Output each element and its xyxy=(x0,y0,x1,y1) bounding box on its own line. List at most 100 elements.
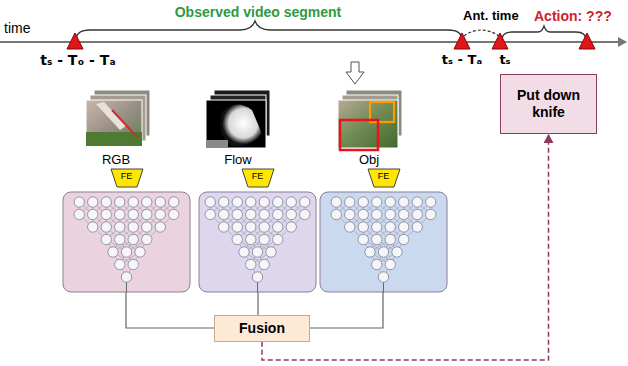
text-label: Observed video segment xyxy=(175,4,342,20)
neuron xyxy=(115,259,125,269)
text-label: time xyxy=(4,20,30,36)
neuron xyxy=(412,222,422,232)
neuron xyxy=(385,197,395,207)
text-label: Action: ??? xyxy=(534,8,612,24)
neuron xyxy=(101,222,111,232)
neuron xyxy=(128,222,138,232)
neuron xyxy=(155,209,165,219)
neuron xyxy=(345,197,355,207)
neuron xyxy=(331,209,341,219)
neuron xyxy=(273,209,283,219)
brace xyxy=(76,21,462,40)
network-box xyxy=(63,192,190,292)
neuron xyxy=(155,222,165,232)
neuron xyxy=(101,209,111,219)
neuron xyxy=(142,209,152,219)
feature-extractor: FE xyxy=(110,168,144,188)
wire xyxy=(257,292,258,315)
wire xyxy=(126,292,214,328)
node-text: FE xyxy=(121,171,133,182)
neuron xyxy=(385,222,395,232)
neuron xyxy=(155,197,165,207)
neuron xyxy=(300,197,310,207)
neuron xyxy=(385,209,395,219)
neuron xyxy=(378,247,388,257)
obj-frames xyxy=(338,90,402,150)
neuron xyxy=(115,197,125,207)
neuron xyxy=(331,197,341,207)
time-marker xyxy=(67,33,83,49)
node-text: Put down knife xyxy=(509,87,588,121)
neuron xyxy=(74,209,84,219)
node-text: FE xyxy=(378,171,390,182)
neuron xyxy=(108,247,118,257)
node-text: FE xyxy=(252,171,264,182)
feature-extractor: FE xyxy=(367,168,401,188)
neuron xyxy=(115,222,125,232)
neuron xyxy=(205,209,215,219)
neuron xyxy=(392,247,402,257)
network-box xyxy=(199,192,316,292)
trapezoid-outline xyxy=(111,169,143,187)
text-label: tₛ - Tₒ - Tₐ xyxy=(40,52,115,68)
time-marker xyxy=(454,33,470,49)
neuron xyxy=(412,209,422,219)
neuron xyxy=(372,259,382,269)
neuron xyxy=(259,222,269,232)
node-text: Fusion xyxy=(239,320,285,337)
neuron xyxy=(232,197,242,207)
neuron xyxy=(115,209,125,219)
brace xyxy=(502,26,586,40)
neuron xyxy=(169,209,179,219)
output-box: Put down knife xyxy=(500,74,597,134)
neuron xyxy=(219,209,229,219)
neuron xyxy=(128,234,138,244)
neuron xyxy=(246,209,256,219)
neuron xyxy=(259,259,269,269)
neuron xyxy=(399,222,409,232)
neuron xyxy=(399,197,409,207)
neuron xyxy=(142,197,152,207)
neuron xyxy=(232,222,242,232)
neuron xyxy=(286,209,296,219)
neuron xyxy=(142,234,152,244)
neuron xyxy=(259,209,269,219)
text-label: RGB xyxy=(102,152,130,168)
neuron xyxy=(372,234,382,244)
feature-extractor: FE xyxy=(241,168,275,188)
neuron xyxy=(246,197,256,207)
text-label: Flow xyxy=(224,152,251,168)
neuron xyxy=(266,247,276,257)
neuron xyxy=(88,222,98,232)
neuron xyxy=(378,272,388,282)
neuron xyxy=(169,197,179,207)
text-label: tₛ - Tₐ xyxy=(442,52,482,68)
neuron xyxy=(385,234,395,244)
neuron xyxy=(232,209,242,219)
neuron xyxy=(426,197,436,207)
neuron xyxy=(115,234,125,244)
neuron xyxy=(88,197,98,207)
neuron xyxy=(426,209,436,219)
neuron xyxy=(246,234,256,244)
neuron xyxy=(252,247,262,257)
neuron xyxy=(372,209,382,219)
neuron xyxy=(345,209,355,219)
neuron xyxy=(358,197,368,207)
neuron xyxy=(358,234,368,244)
wire xyxy=(310,292,383,328)
neuron xyxy=(88,209,98,219)
flow-frames xyxy=(206,90,270,148)
neuron xyxy=(219,222,229,232)
neuron xyxy=(399,234,409,244)
neuron xyxy=(399,209,409,219)
time-marker xyxy=(492,33,508,49)
neuron xyxy=(365,247,375,257)
neuron xyxy=(232,234,242,244)
neuron xyxy=(239,247,249,257)
trapezoid-outline xyxy=(368,169,400,187)
neuron xyxy=(101,234,111,244)
neuron xyxy=(128,209,138,219)
neuron xyxy=(101,197,111,207)
